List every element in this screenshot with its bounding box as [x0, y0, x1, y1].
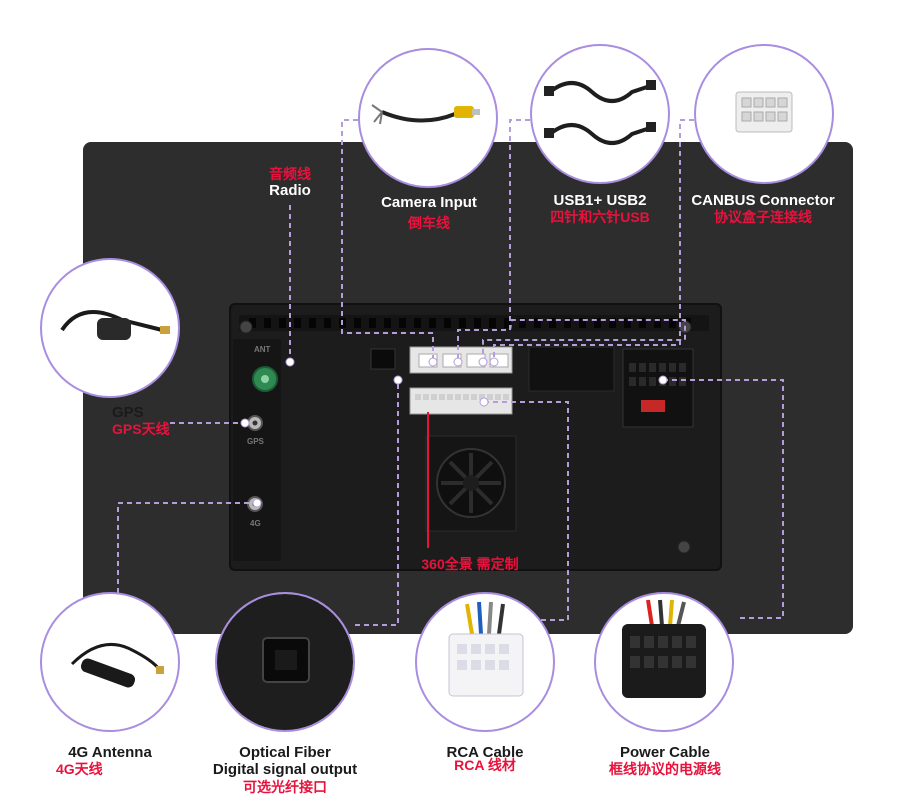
fourg-antenna-icon [70, 642, 164, 688]
usb-cables-image [530, 44, 670, 184]
antenna-label-en: 4G Antenna [68, 744, 152, 761]
fourg-port-mark: 4G [250, 519, 261, 528]
camera-label-cn: 倒车线 [408, 215, 450, 232]
radio-label-en: Radio [269, 182, 311, 200]
rca-label-en: RCA Cable [446, 744, 524, 761]
usb-label-en: USB1+ USB2 [553, 192, 647, 209]
gps-label-cn: GPS天线 [112, 421, 170, 438]
head-unit-body [229, 303, 722, 571]
head-unit-detail [233, 315, 709, 561]
canbus-label-cn: 协议盒子连接线 [714, 209, 812, 226]
optical-port-icon [217, 594, 353, 730]
usb-cables-icon [544, 80, 656, 145]
optical-label-en1: Optical Fiber [239, 744, 331, 761]
cam360-label-cn: 360全景 需定制 [421, 556, 519, 572]
power-label-en: Power Cable [619, 744, 711, 761]
fourg-antenna-image [40, 592, 180, 732]
radio-port-mark: ANT [254, 345, 271, 354]
power-label-cn: 框线协议的电源线 [609, 761, 721, 778]
optical-label-en2: Digital signal output [212, 761, 358, 779]
antenna-label-cn: 4G天线 [56, 761, 103, 778]
power-cable-image [594, 592, 734, 732]
canbus-label-en: CANBUS Connector [691, 192, 835, 209]
gps-port-mark: GPS [247, 437, 264, 446]
gps-antenna-icon [60, 310, 170, 340]
gps-label-en: GPS [112, 404, 144, 421]
optical-label-cn: 可选光纤接口 [243, 778, 327, 795]
canbus-connector-icon [735, 91, 793, 133]
canbus-connector-image [694, 44, 834, 184]
rca-cable-image [415, 592, 555, 732]
camera-input-image [358, 48, 498, 188]
camera-label-en: Camera Input [381, 194, 477, 211]
rca-connector-icon [448, 601, 524, 697]
camera-cable-icon [371, 104, 480, 125]
gps-antenna-image [40, 258, 180, 398]
power-connector-icon [622, 599, 706, 698]
radio-label-cn: 音频线 [269, 166, 311, 182]
usb-label-cn: 四针和六针USB [550, 209, 650, 226]
rca-label-cn: RCA 线材 [454, 757, 516, 774]
optical-port-image [215, 592, 355, 732]
